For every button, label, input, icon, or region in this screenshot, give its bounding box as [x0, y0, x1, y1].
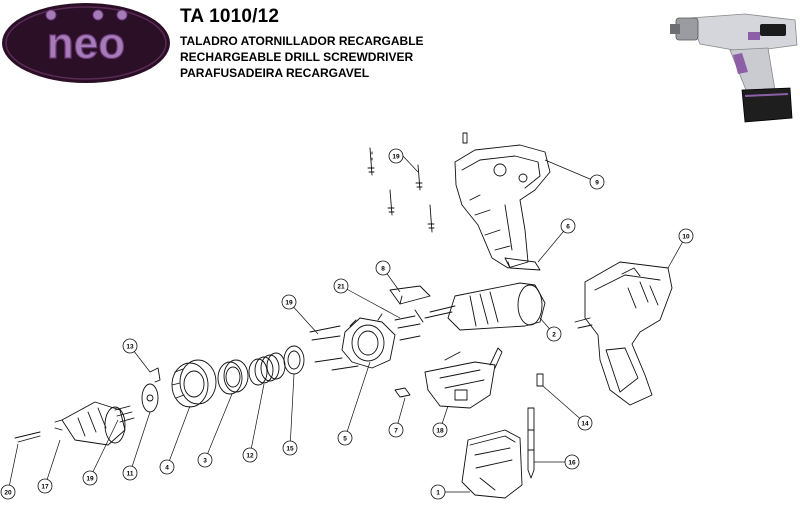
gearbox-part [341, 313, 396, 369]
callout-8: 8 [375, 260, 391, 276]
svg-text:5: 5 [343, 436, 347, 443]
svg-text:1: 1 [436, 490, 440, 497]
svg-text:6: 6 [566, 224, 570, 231]
callout-15: 15 [282, 440, 298, 456]
chuck-part [54, 401, 126, 446]
title-spanish: TALADRO ATORNILLADOR RECARGABLE [180, 34, 424, 48]
part-callouts: 19 9 6 10 8 21 19 2 13 5 7 18 14 16 1 15… [0, 148, 694, 500]
logo-text: neo [47, 19, 125, 68]
svg-text:19: 19 [86, 476, 94, 483]
chuck-screw [14, 431, 41, 443]
callout-14: 14 [577, 415, 593, 431]
motor-part [414, 282, 546, 331]
svg-text:11: 11 [127, 471, 134, 478]
bracket-part [389, 285, 431, 305]
callout-4: 4 [159, 459, 175, 475]
callout-7: 7 [388, 422, 404, 438]
callout-19-bottom: 19 [82, 470, 98, 486]
callout-13: 13 [122, 338, 138, 354]
svg-text:12: 12 [246, 453, 254, 460]
contact-part [536, 373, 544, 387]
clip-part-13 [149, 367, 161, 383]
svg-text:8: 8 [381, 266, 385, 273]
battery-part [461, 429, 523, 499]
svg-text:19: 19 [285, 300, 293, 307]
title-english: RECHARGEABLE DRILL SCREWDRIVER [180, 50, 414, 64]
screws-front-group [114, 405, 135, 423]
callout-3: 3 [197, 452, 213, 468]
callout-12: 12 [242, 447, 258, 463]
screws-gearbox-group [309, 315, 421, 371]
svg-text:18: 18 [436, 428, 444, 435]
svg-text:3: 3 [203, 458, 207, 465]
spring-part [248, 352, 286, 386]
svg-text:14: 14 [581, 421, 589, 428]
callout-18: 18 [432, 422, 448, 438]
svg-text:21: 21 [337, 284, 345, 291]
callout-2: 2 [546, 326, 562, 342]
ring-part [217, 359, 249, 395]
callout-1: 1 [430, 484, 446, 500]
callout-10: 10 [678, 228, 694, 244]
callout-19-top: 19 [388, 148, 404, 164]
switch-board-part [424, 347, 503, 409]
callout-21: 21 [333, 278, 349, 294]
washer-part [283, 345, 305, 375]
svg-text:17: 17 [41, 484, 49, 491]
collar-part [171, 359, 217, 408]
housing-half-left [454, 144, 551, 269]
housing-half-right [574, 261, 673, 406]
plate-part [141, 383, 159, 413]
model-title: TA 1010/12 [180, 6, 280, 27]
callout-20: 20 [0, 484, 16, 500]
callout-19-mid: 19 [281, 294, 297, 310]
svg-text:2: 2 [552, 332, 556, 339]
clip-part-7 [394, 387, 411, 398]
svg-text:16: 16 [568, 460, 576, 467]
svg-text:13: 13 [126, 344, 134, 351]
svg-text:10: 10 [682, 234, 690, 241]
svg-text:9: 9 [595, 180, 599, 187]
callout-6: 6 [560, 218, 576, 234]
svg-text:20: 20 [4, 490, 12, 497]
svg-text:4: 4 [165, 465, 169, 472]
screwdriver-bit [527, 407, 535, 479]
callout-5: 5 [337, 430, 353, 446]
switch-part [504, 257, 541, 271]
callout-9: 9 [589, 174, 605, 190]
neo-logo: neo [2, 3, 170, 83]
drill-product-image [670, 13, 798, 123]
svg-text:7: 7 [394, 428, 398, 435]
svg-text:15: 15 [286, 446, 294, 453]
callout-17: 17 [37, 478, 53, 494]
callout-16: 16 [564, 454, 580, 470]
svg-text:19: 19 [392, 154, 400, 161]
title-portuguese: PARAFUSADEIRA RECARGAVEL [180, 66, 370, 80]
callout-11: 11 [122, 465, 138, 481]
screws-housing-group [367, 132, 468, 233]
